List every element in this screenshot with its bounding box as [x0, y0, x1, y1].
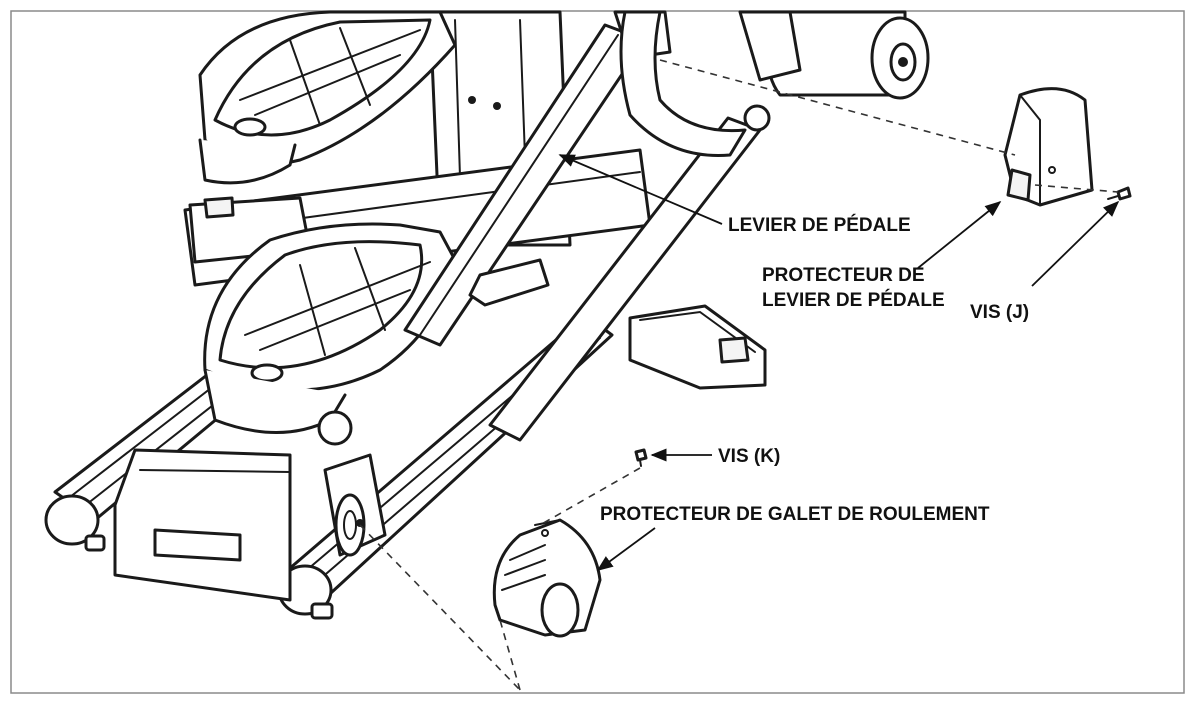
alignment-lines [359, 59, 1119, 691]
screw-j [1107, 186, 1132, 201]
leader-pedal-lever [558, 154, 723, 225]
diagram-frame [10, 10, 1185, 694]
label-screw-j: VIS (J) [970, 302, 1029, 323]
leader-roller-guard [596, 527, 656, 571]
elliptical-machine [44, 10, 930, 620]
roller-wheel [323, 453, 387, 557]
rear-roller [738, 10, 930, 100]
curved-arm [619, 10, 747, 157]
label-pedal-lever-guard-line2: LEVIER DE PÉDALE [762, 289, 945, 311]
pedal-lever-guard [1003, 87, 1094, 207]
lower-pedal [203, 222, 457, 446]
upper-pedal [198, 10, 457, 185]
base-ramp [113, 448, 292, 602]
leader-screw-j [1031, 200, 1120, 287]
roller-guard [492, 518, 602, 638]
leader-pedal-lever-guard [917, 200, 1002, 269]
label-pedal-lever: LEVIER DE PÉDALE [728, 214, 911, 236]
leader-lines [558, 154, 1120, 571]
connecting-arm [468, 104, 771, 442]
label-screw-k: VIS (K) [718, 446, 780, 467]
labels: LEVIER DE PÉDALE PROTECTEUR DE LEVIER DE… [600, 214, 1029, 525]
right-foot-housing [628, 304, 767, 390]
screw-k [634, 448, 648, 467]
label-roller-guard: PROTECTEUR DE GALET DE ROULEMENT [600, 504, 990, 525]
label-pedal-lever-guard-line1: PROTECTEUR DE [762, 265, 925, 286]
